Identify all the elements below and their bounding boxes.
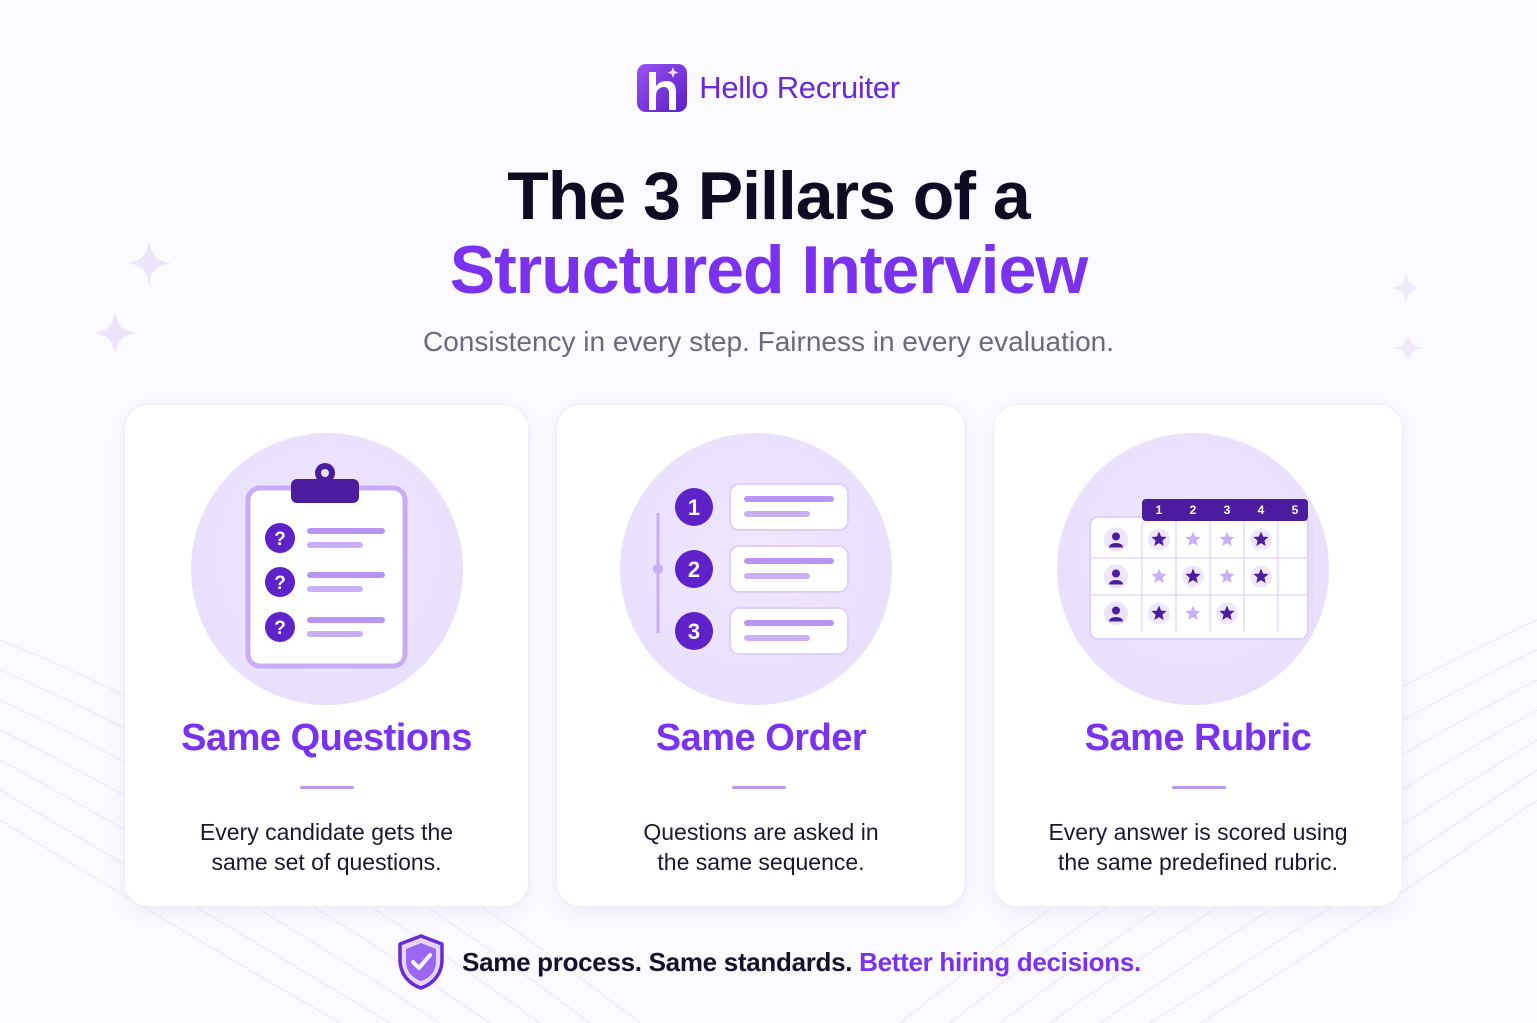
star-icon [1253,568,1269,583]
star-icon [1151,605,1167,620]
title-divider [300,786,354,789]
footer-tagline-accent: Better hiring decisions. [859,946,1141,977]
pillar-description-line1: Every answer is scored using [1048,819,1348,845]
sparkle-icon [92,310,138,356]
star-icon [1185,568,1201,583]
star-icon [1219,531,1235,546]
rubric-grid-icon: 1 2 3 4 5 [1089,499,1313,640]
icon-circle: ? ? ? [191,433,463,705]
page-title-line2: Structured Interview [449,232,1089,308]
brand-name: Hello Recruiter [699,70,900,105]
shield-check-icon [398,934,444,990]
sparkle-icon [1392,332,1424,364]
svg-text:?: ? [274,529,286,550]
page-title-line1: The 3 Pillars of a [507,158,1030,234]
pillar-card-same-rubric: 1 2 3 4 5 Same Rubric Every answer is scored… [993,404,1403,907]
star-icon [1151,568,1167,583]
rubric-column-label: 5 [1292,503,1299,517]
pillar-description: Every answer is scored using the same pr… [1024,817,1372,877]
sparkle-icon [126,240,172,286]
numbered-list-icon: 1 2 3 [653,483,849,655]
star-icon [1219,605,1235,620]
star-icon [1219,568,1235,583]
pillar-description: Questions are asked in the same sequence… [587,817,935,877]
rubric-column-label: 2 [1190,503,1197,517]
footer: Same process. Same standards. Better hir… [0,934,1537,990]
star-icon [1253,531,1269,546]
sparkle-icon [1390,272,1422,304]
pillar-description: Every candidate gets the same set of que… [155,817,498,877]
clipboard-questions-icon: ? ? ? [245,463,408,669]
pillar-card-same-order: 1 2 3 Same Order Questions are [556,404,966,907]
step-number-1: 1 [688,495,700,520]
rubric-column-label: 4 [1258,503,1265,517]
pillar-description-line1: Every candidate gets the [199,819,454,845]
footer-tagline: Same process. Same standards. Better hir… [462,947,1141,978]
svg-text:?: ? [274,618,286,639]
brand: Hello Recruiter [0,62,1537,114]
hello-recruiter-logo-icon [637,64,688,112]
icon-circle: 1 2 3 4 5 [1057,433,1329,705]
step-number-2: 2 [688,557,700,582]
title-divider [732,786,786,789]
pillar-description-line1: Questions are asked in [643,819,879,845]
pillar-description-line2: same set of questions. [211,849,442,875]
pillar-description-line2: the same sequence. [657,849,865,875]
star-icon [1185,531,1201,546]
pillar-card-same-questions: ? ? ? Same Questions Every candidate get… [124,404,529,907]
step-number-3: 3 [688,619,700,644]
title-divider [1172,786,1226,789]
icon-circle: 1 2 3 [620,433,892,705]
page-subtitle: Consistency in every step. Fairness in e… [423,326,1114,357]
svg-text:?: ? [274,573,286,594]
rubric-column-label: 3 [1224,503,1231,517]
pillar-description-line2: the same predefined rubric. [1058,849,1338,875]
star-icon [1151,531,1167,546]
star-icon [1185,605,1201,620]
pillar-title: Same Order [655,717,867,759]
pillar-title: Same Rubric [1084,717,1312,759]
footer-tagline-main: Same process. Same standards. [462,946,853,977]
pillar-title: Same Questions [181,717,472,759]
rubric-column-label: 1 [1156,503,1163,517]
